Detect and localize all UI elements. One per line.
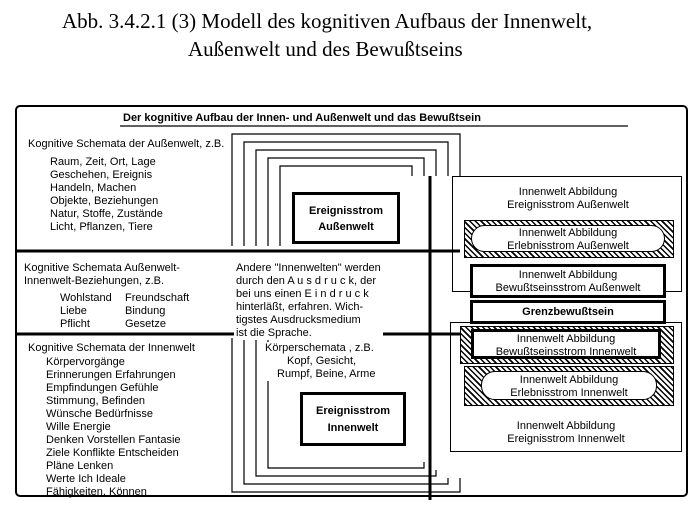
box-line: Erlebnisstrom Innenwelt — [510, 387, 628, 399]
list-item: Natur, Stoffe, Zustände — [50, 208, 163, 220]
beziehungen-heading-line1: Kognitive Schemata Außenwelt- — [24, 262, 180, 274]
beziehungen-col1: Wohlstand Liebe Pflicht — [60, 292, 112, 331]
list-item: Bindung — [125, 305, 166, 317]
list-item: Liebe — [60, 305, 87, 317]
grenzbewusstsein-label: Grenzbewußtsein — [522, 306, 614, 318]
diagram-title: Der kognitive Aufbau der Innen- und Auße… — [123, 112, 481, 124]
box-line: Innenwelt Abbildung — [516, 333, 616, 345]
beziehungen-heading-line2: Innenwelt-Beziehungen, z.B. — [24, 275, 165, 287]
text-line: hinterläßt, erfahren. Wich- — [236, 301, 364, 313]
right-box6: Innenwelt Abbildung Ereignisstrom Innenw… — [452, 420, 680, 446]
right-box5-hatched: Innenwelt Abbildung Erlebnisstrom Innenw… — [464, 366, 674, 406]
koerperschemata-heading: Körperschemata , z.B. — [265, 342, 374, 354]
list-item: Freundschaft — [125, 292, 190, 304]
text-line: Kopf, Gesicht, — [287, 355, 357, 367]
text-line: Andere "Innenwelten" werden — [236, 262, 381, 274]
box-line: Ereignisstrom — [309, 205, 383, 217]
right-box3: Innenwelt Abbildung Bewußtseinsstrom Auß… — [470, 264, 666, 298]
list-item: Ziele Konflikte Entscheiden — [46, 447, 179, 459]
right-box2-hatched: Innenwelt Abbildung Erlebnisstrom Außenw… — [464, 220, 674, 258]
box-line: Ereignisstrom Außenwelt — [507, 199, 629, 211]
list-item: Gesetze — [125, 318, 166, 330]
ereignisstrom-aussenwelt-box: Ereignisstrom Außenwelt — [292, 192, 400, 244]
ereignisstrom-innenwelt-box: Ereignisstrom Innenwelt — [300, 392, 406, 446]
innenwelt-schemata-list: Körpervorgänge Erinnerungen Erfahrungen … — [46, 356, 181, 499]
text-line: Rumpf, Beine, Arme — [277, 368, 376, 380]
right-box2-inner: Innenwelt Abbildung Erlebnisstrom Außenw… — [471, 225, 665, 252]
right-box5-inner: Innenwelt Abbildung Erlebnisstrom Innenw… — [481, 371, 657, 400]
list-item: Wohlstand — [60, 292, 112, 304]
list-item: Wünsche Bedürfnisse — [46, 408, 153, 420]
box-line: Innenwelt Abbildung — [518, 227, 618, 239]
right-box4-inner: Innenwelt Abbildung Bewußtseinsstrom Inn… — [471, 329, 661, 359]
text-line: bei uns einen E i n d r u c k — [236, 288, 369, 300]
aussenwelt-schemata-heading: Kognitive Schemata der Außenwelt, z.B. — [28, 138, 225, 150]
aussenwelt-schemata-list: Raum, Zeit, Ort, Lage Geschehen, Ereigni… — [50, 156, 163, 234]
list-item: Empfindungen Gefühle — [46, 382, 159, 394]
box-line: Außenwelt — [318, 221, 374, 233]
list-item: Erinnerungen Erfahrungen — [46, 369, 176, 381]
diagram-frame — [15, 105, 688, 497]
innenwelt-schemata-heading: Kognitive Schemata der Innenwelt — [28, 342, 195, 354]
text-line: durch den A u s d r u c k, der — [236, 275, 377, 287]
box-line: Innenwelt Abbildung — [518, 269, 618, 281]
figure-title-line1: Abb. 3.4.2.1 (3) Modell des kognitiven A… — [62, 9, 593, 33]
list-item: Pflicht — [60, 318, 90, 330]
figure-title-line2: Außenwelt und des Bewußtseins — [188, 37, 463, 61]
box-line: Innenwelt Abbildung — [519, 374, 619, 386]
list-item: Raum, Zeit, Ort, Lage — [50, 156, 156, 168]
koerperschemata: Körperschemata , z.B. Kopf, Gesicht, Rum… — [262, 342, 379, 381]
beziehungen-col2: Freundschaft Bindung Gesetze — [125, 292, 189, 331]
list-item: Fähigkeiten, Können — [46, 486, 147, 498]
list-item: Licht, Pflanzen, Tiere — [50, 221, 153, 233]
box-line: Innenwelt Abbildung — [518, 186, 618, 198]
list-item: Stimmung, Befinden — [46, 395, 146, 407]
lower-nested-lines — [231, 338, 461, 493]
box-line: Innenwelt Abbildung — [516, 420, 616, 432]
box-line: Innenwelt — [327, 422, 379, 434]
box-line: Erlebnisstrom Außenwelt — [507, 240, 629, 252]
box-line: Ereignisstrom Innenwelt — [507, 433, 625, 445]
right-box1: Innenwelt Abbildung Ereignisstrom Außenw… — [456, 186, 680, 212]
list-item: Denken Vorstellen Fantasie — [46, 434, 181, 446]
list-item: Werte Ich Ideale — [46, 473, 126, 485]
box-line: Bewußtseinsstrom Außenwelt — [495, 282, 641, 294]
upper-nested-lines — [231, 133, 461, 246]
list-item: Geschehen, Ereignis — [50, 169, 153, 181]
list-item: Handeln, Machen — [50, 182, 137, 194]
list-item: Körpervorgänge — [46, 356, 125, 368]
list-item: Pläne Lenken — [46, 460, 114, 472]
box-line: Bewußtseinsstrom Innenwelt — [495, 346, 637, 358]
text-line: ist die Sprache. — [236, 327, 312, 339]
box-line: Ereignisstrom — [316, 405, 390, 417]
grenzbewusstsein-box: Grenzbewußtsein — [470, 300, 666, 324]
list-item: Wille Energie — [46, 421, 111, 433]
list-item: Objekte, Beziehungen — [50, 195, 159, 207]
andere-innenwelten-text: Andere "Innenwelten" werden durch den A … — [234, 262, 383, 340]
right-box4-hatched: Innenwelt Abbildung Bewußtseinsstrom Inn… — [460, 326, 674, 364]
text-line: tigstes Ausdrucksmedium — [236, 314, 361, 326]
